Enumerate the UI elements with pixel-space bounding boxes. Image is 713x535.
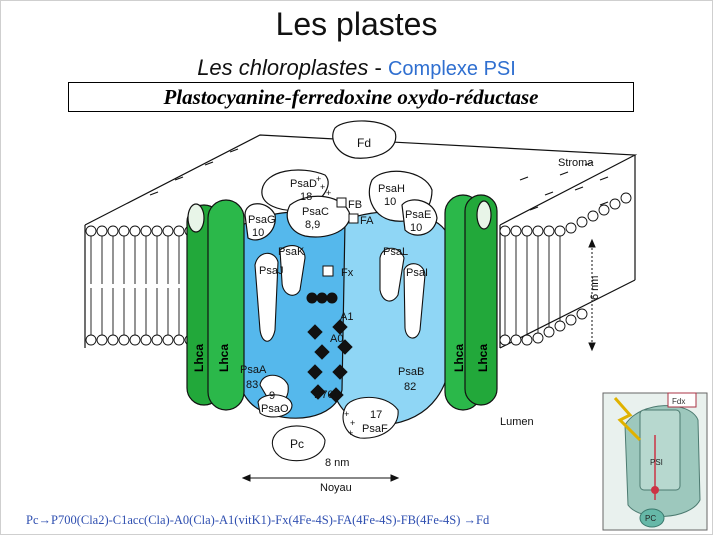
psaC-label: PsaC bbox=[302, 206, 329, 218]
lhca-label-3: Lhca bbox=[452, 344, 466, 372]
lhca-label-1: Lhca bbox=[192, 344, 206, 372]
psaL-label: PsaL bbox=[383, 246, 408, 258]
scale-label: 8 nm bbox=[325, 457, 349, 469]
p700-label: P700 bbox=[314, 389, 340, 401]
psaI-label: PsaI bbox=[406, 267, 428, 279]
psaD-label: PsaD bbox=[290, 178, 317, 190]
psaH-label: PsaH bbox=[378, 183, 405, 195]
psaK-label: PsaK bbox=[278, 246, 305, 258]
psaJ-label: PsaJ bbox=[259, 265, 283, 277]
electron-chain-formula: Pc→P700(Cla2)-C1acc(Cla)-A0(Cla)-A1(vitK… bbox=[26, 513, 490, 527]
svg-text:+: + bbox=[350, 418, 355, 428]
fb-label: FB bbox=[348, 199, 362, 211]
slide-subtitle: Les chloroplastes - Complexe PSI bbox=[0, 55, 713, 81]
psaC-num: 8,9 bbox=[305, 219, 320, 231]
stromal-subunits bbox=[244, 120, 438, 241]
lhca-label-2: Lhca bbox=[217, 344, 231, 372]
lipid-bilayer-left bbox=[85, 225, 196, 346]
lipid-bilayer-right bbox=[499, 192, 632, 346]
inset-psi: PSI bbox=[650, 458, 663, 467]
membrane-outline bbox=[84, 134, 638, 349]
lhca-left bbox=[186, 199, 245, 411]
subtitle-main: Les chloroplastes bbox=[197, 55, 369, 80]
psaG-label: PsaG bbox=[248, 214, 276, 226]
svg-text:+: + bbox=[326, 188, 331, 198]
inner-helices bbox=[254, 245, 426, 462]
fx-label: Fx bbox=[341, 267, 354, 279]
psaO-label: PsaO bbox=[261, 403, 289, 415]
psaB-label: PsaB bbox=[398, 366, 424, 378]
subtitle-separator: - bbox=[368, 55, 388, 80]
a0-label: A0 bbox=[330, 333, 343, 345]
psaG-num: 10 bbox=[252, 227, 264, 239]
psaE-num: 10 bbox=[410, 222, 422, 234]
psaF-label: PsaF bbox=[362, 423, 388, 435]
slide-title: Les plastes bbox=[275, 6, 438, 42]
fa-label: FA bbox=[360, 215, 374, 227]
inset-pc: PC bbox=[645, 514, 656, 523]
psaO-num: 9 bbox=[269, 390, 275, 402]
charge-marks: +++ +++ bbox=[316, 174, 355, 438]
membrane-surface-marks bbox=[149, 148, 609, 211]
psaB-num: 82 bbox=[404, 381, 416, 393]
psaH-num: 10 bbox=[384, 196, 396, 208]
lhca-label-4: Lhca bbox=[476, 344, 490, 372]
stroma-label: Stroma bbox=[558, 157, 594, 169]
svg-text:+: + bbox=[348, 428, 353, 438]
psaD-num: 18 bbox=[300, 191, 312, 203]
pc-label: Pc bbox=[290, 437, 304, 451]
height-label: 6 nm bbox=[589, 276, 601, 300]
psaE-label: PsaE bbox=[405, 209, 431, 221]
noyau-label: Noyau bbox=[320, 482, 352, 494]
diagram-labels: Fd Stroma PsaD 18 PsaC 8,9 PsaH 10 PsaG … bbox=[240, 136, 601, 494]
psaA-label: PsaA bbox=[240, 364, 267, 376]
inset-fdx: Fdx bbox=[672, 397, 685, 406]
lhca-right bbox=[444, 194, 498, 411]
a1-label: A1 bbox=[340, 311, 353, 323]
svg-text:+: + bbox=[316, 174, 321, 184]
cofactor-chain bbox=[306, 197, 359, 403]
fd-label: Fd bbox=[357, 136, 371, 150]
svg-text:+: + bbox=[344, 409, 349, 419]
svg-text:+: + bbox=[320, 182, 325, 192]
psaF-num: 17 bbox=[370, 409, 382, 421]
scale-bars bbox=[241, 238, 596, 482]
psi-inset: Fdx PSI PC bbox=[602, 392, 708, 531]
banner-title: Plastocyanine-ferredoxine oxydo-réductas… bbox=[68, 82, 634, 112]
lumen-label: Lumen bbox=[500, 416, 534, 428]
psaA-num: 83 bbox=[246, 379, 258, 391]
subtitle-link[interactable]: Complexe PSI bbox=[387, 58, 516, 80]
